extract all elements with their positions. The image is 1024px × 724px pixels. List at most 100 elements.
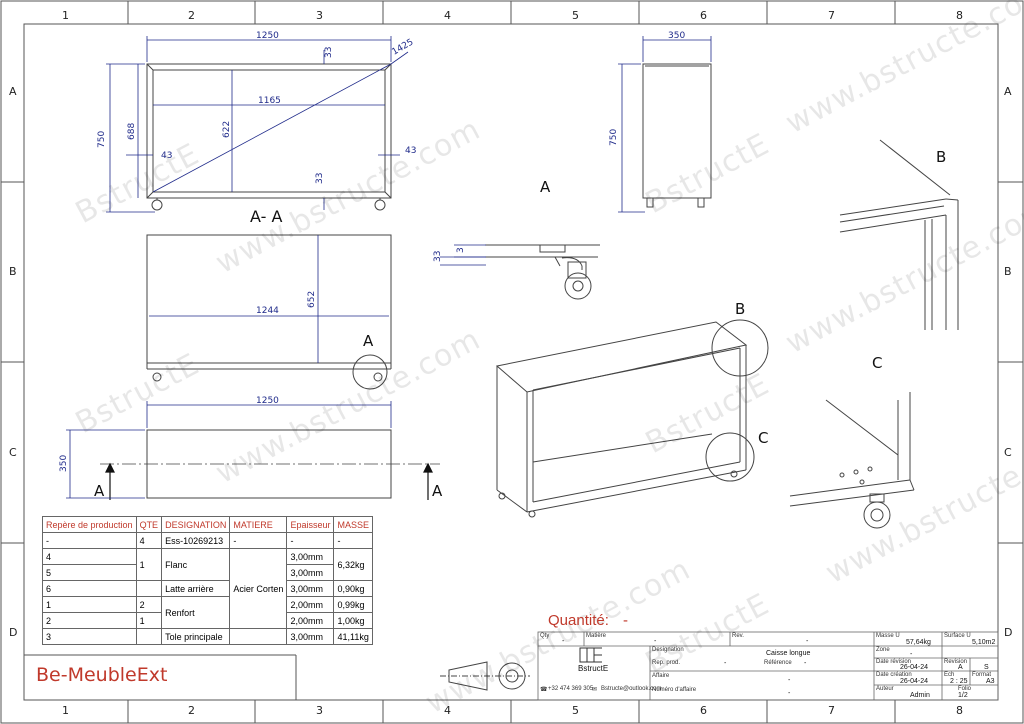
table-row: 3 Tole principale 3,00mm 41,11kg — [42, 628, 373, 645]
dim-left-offset: 43 — [161, 151, 172, 161]
front-section-view — [146, 63, 392, 211]
detail-c-title: C — [872, 354, 882, 372]
detail-b-label: B — [735, 300, 745, 318]
zone-col-3-bottom: 3 — [316, 704, 323, 717]
zone-col-8-top: 8 — [956, 9, 963, 22]
bom-cell: 3,00mm — [286, 564, 335, 581]
zone-col-5-bottom: 5 — [572, 704, 579, 717]
table-row: 1 2 Renfort 2,00mm 0,99kg — [42, 596, 373, 629]
detail-a-view — [485, 244, 600, 300]
bom-cell: Latte arrière — [161, 580, 231, 597]
isometric-view — [495, 319, 769, 518]
bom-cell: 0,90kg — [333, 580, 373, 597]
tb-qty-label: Qty — [540, 633, 550, 639]
section-label: A- A — [250, 207, 282, 226]
tb-affaire-value: - — [788, 677, 791, 684]
tb-designation-label: Designation — [652, 647, 684, 653]
tb-ech-value: 2 : 25 — [950, 678, 968, 685]
tb-rev-label: Rev. — [732, 633, 744, 639]
bom-cell: 3,00mm — [286, 580, 335, 597]
tb-date-creation-value: 26-04-24 — [900, 678, 929, 685]
tb-qty-value: - — [562, 638, 565, 645]
phone-icon: ☎ — [540, 687, 548, 693]
detail-b-view — [839, 139, 959, 330]
zone-col-8-bottom: 8 — [956, 704, 963, 717]
bom-cell: Tole principale — [161, 628, 231, 645]
tb-date-creation-label: Date création — [876, 672, 912, 678]
bom-cell: 4 — [42, 548, 137, 565]
tb-rep-prod-label: Rep. prod. — [652, 660, 681, 666]
bom-cell: 6,32kg — [333, 548, 373, 581]
title-block-grid — [537, 631, 999, 701]
tb-revision-value: A — [958, 664, 963, 671]
bom-header-row: Repère de production QTE DESIGNATION MAT… — [42, 516, 373, 533]
table-row: 4 1 Flanc Acier Corten 3,00mm 6,32kg — [42, 548, 373, 629]
quantity-label: Quantité: — [548, 612, 609, 629]
bom-cell: 5 — [42, 564, 137, 581]
tb-designation-value: Caisse longue — [766, 650, 811, 657]
bom-cell — [135, 580, 163, 597]
bom-cell: Acier Corten — [229, 548, 288, 629]
tb-reference-label: Référence — [764, 660, 792, 666]
tb-matiere-value: - — [654, 638, 657, 645]
bom-cell: 1 — [42, 596, 137, 613]
quantity-value: - — [623, 612, 629, 629]
tb-phone: +32 474 369 305 — [548, 686, 594, 692]
dim-detail-33: 33 — [433, 251, 443, 262]
tb-rev-value: - — [806, 638, 809, 645]
drawing-title: Be-MeubleExt — [36, 664, 168, 686]
zone-col-4-top: 4 — [444, 9, 451, 22]
bom-cell: 6 — [42, 580, 137, 597]
bom-cell: 2,00mm — [286, 612, 335, 629]
zone-row-d-right: D — [1004, 626, 1013, 639]
tb-revision-label: Revision — [944, 659, 968, 665]
tb-folio-value: 1/2 — [958, 692, 968, 699]
plan-view — [146, 234, 392, 390]
tb-format-value: A3 — [986, 678, 995, 685]
tb-surface-value: 5,10m2 — [972, 639, 996, 646]
bom-cell: Flanc — [161, 548, 231, 581]
plan-dimension-lines — [149, 235, 389, 363]
bom-cell: - — [286, 532, 335, 549]
detail-a-label: A — [363, 332, 374, 350]
bom-cell: 4 — [135, 532, 163, 549]
bill-of-materials: Repère de production QTE DESIGNATION MAT… — [42, 516, 373, 645]
top-view-dims — [66, 401, 392, 499]
bom-cell: 3,00mm — [286, 628, 335, 645]
zone-row-c-right: C — [1004, 446, 1012, 459]
tb-numero-value: - — [788, 690, 791, 697]
dim-front-height: 750 — [97, 131, 107, 148]
tb-numero-label: Numéro d'affaire — [652, 687, 697, 693]
front-dimension-lines — [106, 36, 409, 213]
tb-logo-text: BstructE — [578, 664, 609, 673]
dim-inner-height: 688 — [127, 123, 137, 140]
zone-col-5-top: 5 — [572, 9, 579, 22]
tb-date-rev-label: Date révision — [876, 659, 912, 665]
bom-cell: 3 — [42, 628, 137, 645]
bom-header: Epaisseur — [286, 516, 335, 533]
detail-c-view — [789, 392, 915, 529]
side-dimension-lines — [618, 36, 712, 213]
side-view — [642, 63, 712, 208]
zone-row-b-left: B — [9, 265, 17, 278]
bom-cell: 1 — [135, 612, 163, 629]
zone-col-6-top: 6 — [700, 9, 707, 22]
tb-reference-value: - — [804, 660, 807, 667]
bom-cell: - — [229, 532, 288, 549]
dim-inner-width: 1165 — [258, 96, 281, 106]
bom-cell: 2 — [135, 596, 163, 613]
tb-masse-value: 57,64kg — [906, 639, 931, 646]
tb-ech-label: Ech — [944, 672, 955, 678]
dim-side-width: 350 — [668, 31, 685, 41]
bom-header: MASSE — [333, 516, 373, 533]
dim-top-view-depth: 350 — [59, 455, 69, 472]
dim-diagonal: 1425 — [391, 37, 416, 57]
zone-row-c-left: C — [9, 446, 17, 459]
detail-c-label: C — [758, 429, 768, 447]
dim-bottom-thickness: 33 — [315, 173, 325, 184]
section-arrow-right: A — [432, 482, 443, 500]
tb-auteur-value: Admin — [910, 692, 930, 699]
projection-symbol — [440, 661, 530, 691]
